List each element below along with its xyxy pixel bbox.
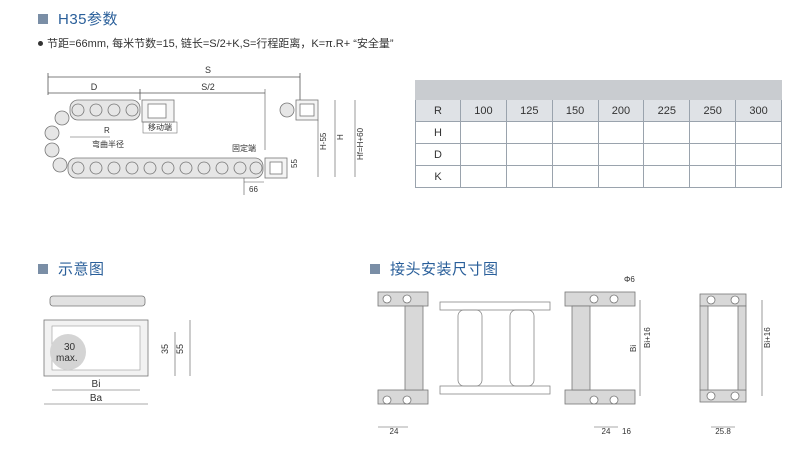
- table-cell: [735, 165, 782, 188]
- header-cell: 125: [505, 99, 553, 122]
- table-cell: [643, 143, 691, 166]
- row-label: H: [415, 121, 461, 144]
- table-cell: [460, 121, 507, 144]
- spec-line: 节距=66mm, 每米节数=15, 链长=S/2+K,S=行程距离，K=π.R+…: [38, 35, 394, 51]
- dim-label-Bi: Bi: [92, 379, 101, 390]
- header-label: R: [415, 99, 461, 122]
- header-cell: 200: [597, 99, 645, 122]
- table-row: D: [415, 143, 782, 166]
- table-cell: [597, 165, 645, 188]
- table-cell: [735, 121, 782, 144]
- chain-upper-row: [69, 99, 175, 123]
- table-cell: [551, 143, 599, 166]
- table-row: H: [415, 121, 782, 144]
- bullet-dot: [38, 40, 43, 46]
- parameter-table: R 100 125 150 200 225 250 300 H D K: [415, 80, 782, 188]
- dim-label-Bi16-a: Bi+16: [643, 327, 652, 348]
- table-cell: [505, 121, 553, 144]
- dim-label-258: 25.8: [715, 427, 731, 436]
- section-marker: [38, 13, 48, 24]
- section-title-mount: 接头安装尺寸图: [370, 258, 499, 279]
- header-cell: 300: [735, 99, 782, 122]
- dim-label-phi6: Φ6: [624, 275, 635, 284]
- row-label: K: [415, 165, 461, 188]
- table-cell: [551, 165, 599, 188]
- label-R: R: [104, 126, 110, 135]
- dim-label-24b: 24: [602, 427, 611, 436]
- table-cell: [551, 121, 599, 144]
- table-cell: [505, 143, 553, 166]
- chain-lower-row: [67, 157, 288, 179]
- chain-bend: [44, 110, 70, 173]
- row-label: D: [415, 143, 461, 166]
- label-moving-end: 移动端: [148, 122, 172, 132]
- section-title-text: 示意图: [58, 261, 105, 278]
- dim-label-H55: H-55: [319, 132, 328, 150]
- dim-label-16: 16: [622, 427, 631, 436]
- table-cell: [735, 143, 782, 166]
- table-header-row: R 100 125 150 200 225 250 300: [415, 99, 782, 122]
- header-cell: 225: [643, 99, 691, 122]
- dim-label-66: 66: [249, 185, 258, 194]
- dim-label-24a: 24: [390, 427, 399, 436]
- label-fixed-end: 固定端: [232, 143, 256, 153]
- dim-label-S: S: [205, 65, 211, 75]
- dim-label-55: 55: [175, 344, 185, 354]
- header-cell: 100: [460, 99, 507, 122]
- max-size-circle: [50, 334, 86, 370]
- table-cell: [689, 165, 737, 188]
- section-title-text: 接头安装尺寸图: [390, 261, 499, 278]
- section-marker: [370, 263, 380, 274]
- table-cell: [505, 165, 553, 188]
- dim-label-H: H: [336, 134, 345, 140]
- dim-label-S2: S/2: [201, 82, 215, 92]
- section-title-h35: H35参数: [38, 8, 118, 29]
- moving-end-box: [142, 121, 178, 134]
- table-cell: [689, 121, 737, 144]
- table-cell: [643, 165, 691, 188]
- table-cell: [689, 143, 737, 166]
- chain-top-end: [279, 99, 319, 121]
- label-30: 30: [64, 342, 76, 353]
- table-cell: [460, 143, 507, 166]
- dim-label-35: 35: [160, 344, 170, 354]
- header-cell: 250: [689, 99, 737, 122]
- chain-diagram: S D S/2 移动端 R 弯曲半径 固定端 66 55 H-55: [44, 65, 365, 195]
- cross-section-diagram: 30 max. 35 55 Bi Ba: [43, 295, 191, 405]
- label-max: max.: [56, 353, 78, 364]
- mount-drawing: Bi+16 Bi Φ6 24 24 16 Bi+16 25.8: [377, 275, 772, 436]
- dim-label-Bi16-b: Bi+16: [763, 327, 772, 348]
- table-row: K: [415, 165, 782, 188]
- section-title-diagram: 示意图: [38, 258, 105, 279]
- dim-label-D: D: [91, 82, 98, 92]
- table-cell: [597, 121, 645, 144]
- table-cell: [597, 143, 645, 166]
- section-marker: [38, 263, 48, 274]
- dim-label-Bi: Bi: [629, 345, 638, 352]
- table-cell: [460, 165, 507, 188]
- spec-text: 节距=66mm, 每米节数=15, 链长=S/2+K,S=行程距离，K=π.R+…: [47, 38, 394, 50]
- dim-label-55: 55: [290, 159, 299, 168]
- table-top-bar: [415, 80, 782, 100]
- table-cell: [643, 121, 691, 144]
- dim-label-Ba: Ba: [90, 393, 103, 404]
- header-cell: 150: [551, 99, 599, 122]
- section-title-text: H35参数: [58, 11, 119, 28]
- dim-label-Hf: Hf=H+60: [356, 127, 365, 160]
- label-bend-radius: 弯曲半径: [92, 139, 124, 149]
